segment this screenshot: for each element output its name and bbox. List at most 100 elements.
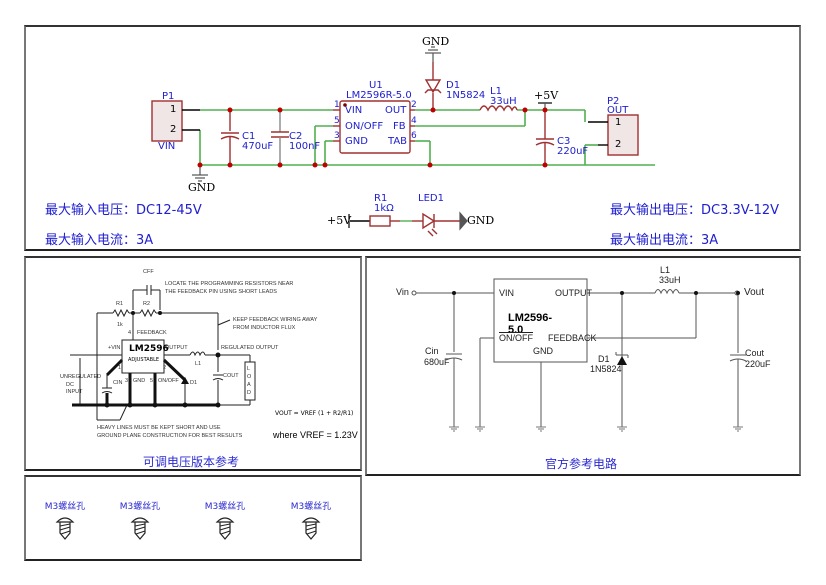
adj-note1b: THE FEEDBACK PIN USING SHORT LEADS [165,289,277,295]
adj-caption: 可调电压版本参考 [143,455,240,469]
official-pin-onoff: ON/OFF [499,333,533,343]
u1-pin5-name: ON/OFF [345,121,384,132]
d1-value: 1N5824 [446,90,486,101]
u1-ref: U1 [369,80,383,91]
adj-onoff: ON/OFF [158,378,179,384]
u1-pin2-name: OUT [385,105,407,116]
mounting-hole: M3螺丝孔 [115,499,165,540]
u1-pin3-name: GND [345,136,368,147]
c1-value: 470uF [242,141,274,152]
official-pin-gnd: GND [533,346,553,356]
adj-note3a: HEAVY LINES MUST BE KEPT SHORT AND USE [97,425,221,431]
adj-p5: 5 [150,378,154,384]
c2-value: 100nF [289,141,321,152]
u1-pin6-num: 6 [411,131,417,141]
adj-feedback: FEEDBACK [137,330,167,336]
c1-ref: C1 [242,131,256,142]
adj-vref: where VREF = 1.23V [273,430,358,440]
adj-d1: D1 [190,380,198,386]
mounting-hole-label: M3螺丝孔 [204,502,246,512]
official-pin-vin: VIN [499,288,515,298]
adj-chip-sub: ADJUSTABLE [128,357,160,363]
p2-pin2: 2 [615,139,622,150]
official-pin-feedback: FEEDBACK [548,333,597,343]
gnd-label-input: GND [188,181,216,194]
u1-value: LM2596R-5.0 [346,90,412,101]
official-pin-output: OUTPUT [555,288,592,298]
screw-icon [215,517,235,540]
d1-ref: D1 [446,80,461,91]
official-gnd-symbols [449,426,743,432]
adj-unreg2: DC INPUT [66,382,83,395]
u1-pin4-name: FB [393,121,406,132]
adj-reg-out: REGULATED OUTPUT [221,345,279,351]
u1-pin5-num: 5 [334,116,340,126]
mounting-hole: M3螺丝孔 [40,499,90,540]
p2-value: OUT [607,105,629,116]
p1-pin2: 2 [170,124,177,135]
adj-note3b: GROUND PLANE CONSTRUCTION FOR BEST RESUL… [97,433,243,439]
vout-label: +5V [534,89,559,102]
adj-l1: L1 [195,361,202,367]
u1-pin4-num: 4 [411,116,417,126]
led-gnd-label: GND [467,214,495,227]
screw-icon [130,517,150,540]
official-cout-ref: Cout [745,348,765,358]
screw-icon [301,517,321,540]
led1-ref: LED1 [418,193,444,204]
c3-ref: C3 [557,136,571,147]
official-l1-value: 33uH [659,275,681,285]
u1-pin2-num: 2 [411,100,417,110]
adj-p3: 3 [125,378,129,384]
c2-ref: C2 [289,131,303,142]
u1-pin1-num: 1 [334,100,340,110]
official-vin-label: Vin [396,287,409,297]
adj-note1a: LOCATE THE PROGRAMMING RESISTORS NEAR [165,281,294,287]
mounting-hole-label: M3螺丝孔 [290,502,332,512]
official-d1-ref: D1 [598,354,610,364]
u1-pin6-name: TAB [388,136,408,147]
adj-unreg1: UNREGULATED [60,374,102,380]
screw-icon [55,517,75,540]
official-cout-value: 220uF [745,359,771,369]
adj-load: LOAD [247,366,252,396]
spec-max-input-current: 最大输入电流：3A [45,233,154,248]
mounting-hole-label: M3螺丝孔 [44,502,86,512]
adj-cin: CIN [113,380,123,386]
adj-vin: +VIN [108,345,121,351]
adj-cout: COUT [223,373,239,379]
adj-tk: 1k [117,322,123,328]
adj-formula: VOUT = VREF (1 + R2/R1) [275,410,354,417]
adj-p2: 2 [163,365,167,371]
adj-pin4: 4 [128,330,132,336]
adj-p1: 1 [118,365,122,371]
r1-value: 1kΩ [374,203,394,214]
p1-ref: P1 [162,91,175,102]
official-cin-value: 680uF [424,357,450,367]
adj-note2b: FROM INDUCTOR FLUX [233,325,296,331]
c3-value: 220uF [557,146,589,157]
mounting-hole-label: M3螺丝孔 [119,502,161,512]
official-vout-label: Vout [744,287,765,298]
p2-ref: P2 [607,96,620,107]
official-cin-ref: Cin [425,346,439,356]
p2-pin1: 1 [615,117,622,128]
adj-cff: CFF [143,269,154,275]
official-l1-ref: L1 [660,265,671,275]
adj-chip-label: LM2596 [129,344,169,354]
gnd-label-d1: GND [422,35,450,48]
mounting-hole: M3螺丝孔 [200,499,250,540]
u1-pin3-num: 3 [334,131,340,141]
spec-max-output-current: 最大输出电流：3A [610,233,719,248]
adj-output: OUTPUT [165,345,188,351]
u1-pin1-name: VIN [345,105,363,116]
p1-value: VIN [158,141,176,152]
adj-note2a: KEEP FEEDBACK WIRING AWAY [233,317,318,323]
mounting-hole: M3螺丝孔 [286,499,336,540]
spec-max-input-voltage: 最大输入电压：DC12-45V [45,203,202,218]
official-d1-value: 1N5824 [590,364,622,374]
official-caption: 官方参考电路 [545,457,618,471]
